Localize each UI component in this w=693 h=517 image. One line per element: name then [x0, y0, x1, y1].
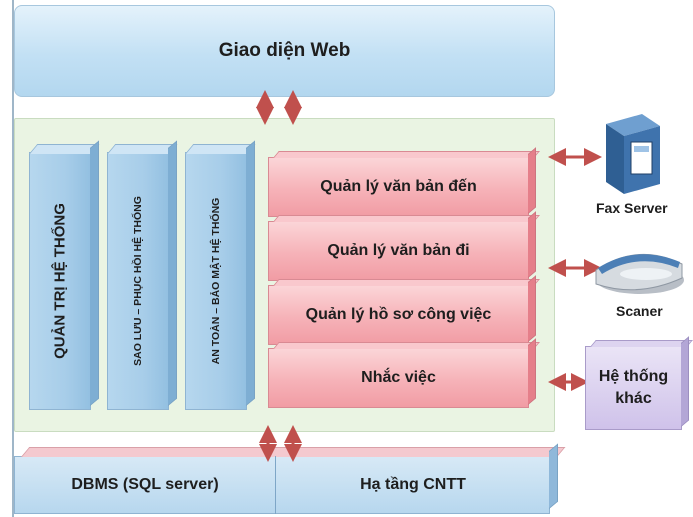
other-systems-line2: khác [615, 390, 652, 407]
work-records-label: Quản lý hồ sơ công việc [305, 306, 492, 323]
incoming-documents-module: Quản lý văn bản đến [268, 157, 529, 217]
security-column: AN TOÀN – BẢO MẬT HỆ THỐNG [185, 152, 247, 410]
fax-server-label: Fax Server [596, 200, 668, 216]
infrastructure-label: Hạ tầng CNTT [360, 476, 466, 493]
other-systems-box: Hệ thống khác [585, 346, 682, 430]
database-block: DBMS (SQL server) [14, 456, 276, 514]
scanner-label: Scaner [616, 303, 663, 319]
fax-server-icon [606, 114, 660, 194]
web-interface-label: Giao diện Web [218, 40, 351, 61]
database-label: DBMS (SQL server) [71, 476, 219, 493]
backup-restore-column: SAO LƯU – PHỤC HỒI HỆ THỐNG [107, 152, 169, 410]
bottom-divider [275, 456, 276, 514]
bottom-layer-bar [14, 456, 550, 514]
incoming-documents-label: Quản lý văn bản đến [320, 178, 477, 195]
system-admin-column: QUẢN TRỊ HỆ THỐNG [29, 152, 91, 410]
web-interface-layer: Giao diện Web [14, 5, 555, 97]
left-border-line [12, 0, 14, 517]
outgoing-documents-label: Quản lý văn bản đi [327, 242, 470, 259]
scanner-icon [595, 253, 684, 294]
reminder-label: Nhắc việc [361, 369, 436, 386]
reminder-module: Nhắc việc [268, 348, 529, 408]
other-systems-line1: Hệ thống [598, 368, 669, 385]
infrastructure-block: Hạ tầng CNTT [276, 456, 550, 514]
work-records-module: Quản lý hồ sơ công việc [268, 285, 529, 345]
